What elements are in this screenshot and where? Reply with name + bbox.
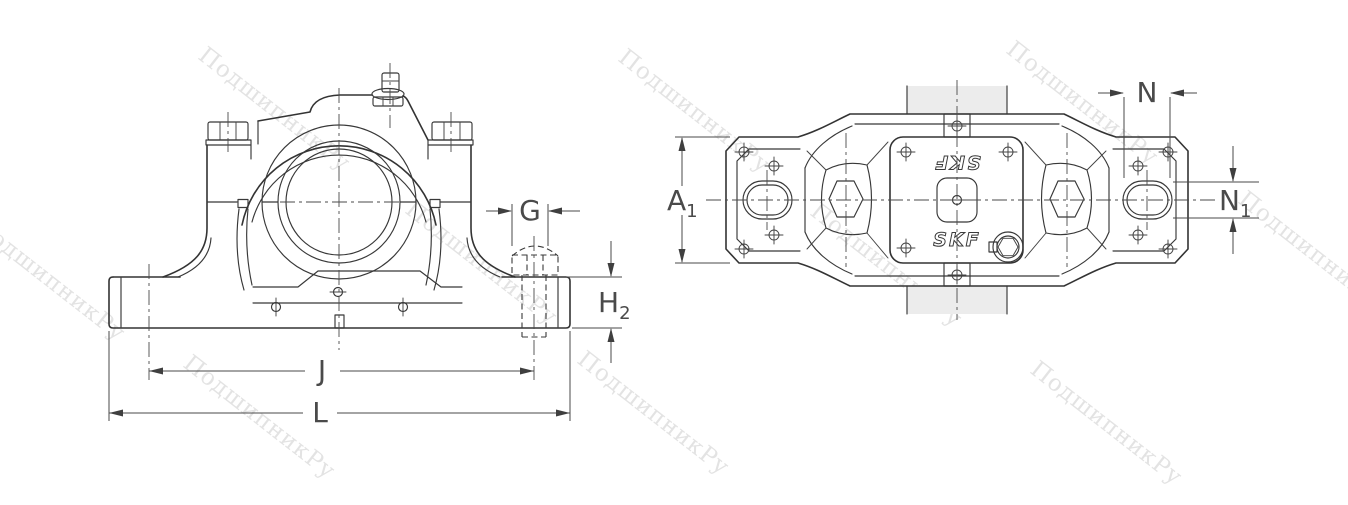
dim-label-g: G bbox=[519, 194, 541, 227]
anchor-bolt-hidden bbox=[511, 236, 559, 380]
hex-nut bbox=[828, 180, 864, 218]
skf-logo-bottom: SKF bbox=[933, 229, 980, 251]
dimension-l: L bbox=[108, 331, 571, 429]
dim-label-n1: N1 bbox=[1219, 184, 1251, 222]
oil-plug bbox=[988, 231, 1024, 263]
watermark-text: ПодшипникРу bbox=[193, 42, 355, 176]
cap-bolt-left bbox=[205, 112, 252, 160]
hex-bolt-right bbox=[1024, 133, 1107, 267]
grease-nipple bbox=[371, 63, 405, 128]
dim-label-h2: H2 bbox=[598, 286, 631, 324]
plan-centerlines bbox=[706, 80, 1216, 320]
housing-base bbox=[108, 270, 571, 329]
front-view: G H2 J L bbox=[108, 63, 631, 429]
split-line-notch bbox=[429, 198, 441, 209]
dimension-j: J bbox=[149, 354, 534, 387]
watermark-text: ПодшипникРу bbox=[1025, 356, 1187, 490]
hex-nut bbox=[1049, 180, 1085, 218]
housing-pillars bbox=[162, 144, 516, 291]
oil-drain-slot bbox=[334, 314, 345, 329]
plan-view: SKF SKF bbox=[667, 76, 1259, 320]
housing-cap bbox=[205, 63, 474, 160]
dimension-n1: N1 bbox=[1173, 146, 1259, 254]
dimension-a1: A1 bbox=[667, 136, 730, 264]
dimension-h2: H2 bbox=[566, 241, 631, 363]
dimension-g: G bbox=[486, 194, 580, 246]
dimension-n: N bbox=[1098, 76, 1197, 178]
hex-bolt-left bbox=[806, 133, 889, 267]
dim-label-l: L bbox=[312, 396, 328, 429]
dim-label-j: J bbox=[316, 354, 326, 387]
split-line-notch bbox=[237, 198, 249, 209]
front-centerlines bbox=[148, 88, 399, 380]
dim-label-n: N bbox=[1137, 76, 1158, 109]
dim-label-a1: A1 bbox=[667, 184, 698, 222]
cap-bolt-right bbox=[427, 112, 474, 160]
watermark-text: ПодшипникРу bbox=[613, 44, 775, 178]
watermark-text: ПодшипникРу bbox=[572, 346, 734, 480]
